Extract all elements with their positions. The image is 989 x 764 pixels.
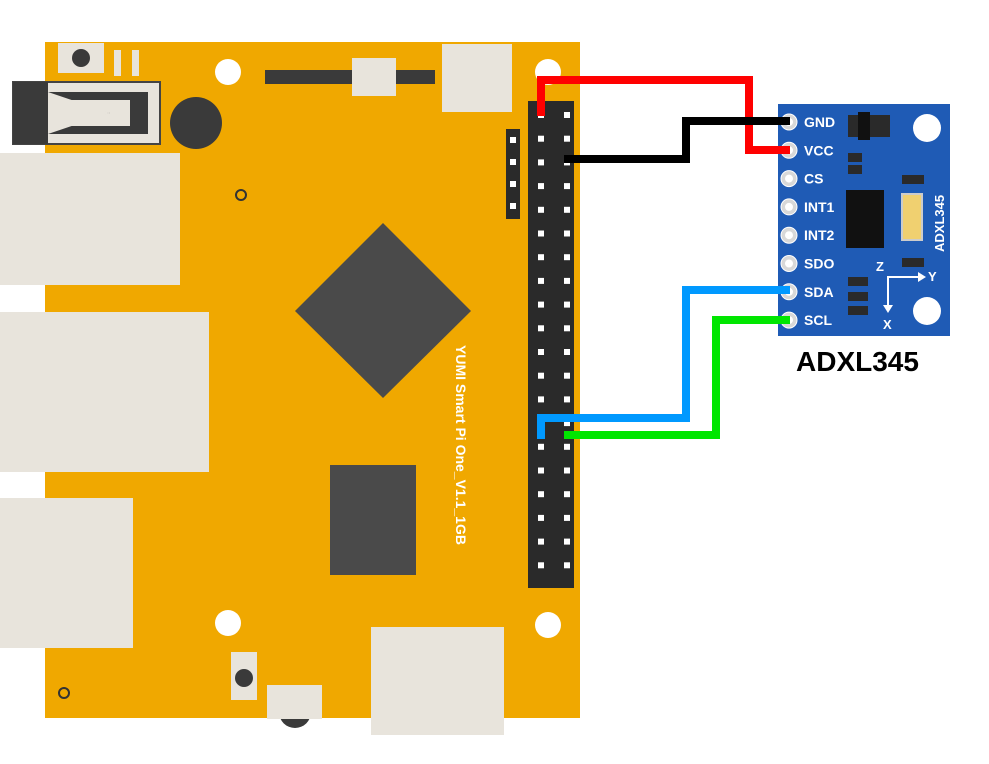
gpio-pin (564, 301, 570, 308)
gpio-pin (538, 396, 544, 403)
usb-port (0, 498, 133, 648)
pin-hole (785, 174, 793, 183)
gpio-header (528, 101, 574, 588)
axis-indicator: Z Y X (876, 259, 937, 332)
usb-port (0, 153, 180, 285)
pin-label: SDA (804, 284, 834, 300)
mounting-hole (215, 610, 241, 636)
ir-receiver-body (267, 685, 322, 719)
gpio-pin (564, 135, 570, 142)
gpio-pin (538, 372, 544, 379)
accelerometer-chip (846, 190, 884, 248)
gpio-pin (564, 277, 570, 284)
gpio-pin (564, 443, 570, 450)
board-label: YUMI Smart Pi One_V1.1_1GB (453, 345, 469, 545)
hdmi-port (371, 627, 504, 735)
gpio-pin (538, 159, 544, 166)
gpio-pin (538, 325, 544, 332)
axis-x-label: X (883, 317, 892, 332)
pin-label: SCL (804, 312, 832, 328)
gpio-pin (538, 538, 544, 545)
wires (537, 76, 790, 439)
gpio-pin (538, 514, 544, 521)
gpio-pin (538, 277, 544, 284)
module-label: ADXL345 (932, 195, 947, 252)
pin-label: INT2 (804, 227, 835, 243)
audio-jack (12, 81, 161, 145)
power-button (231, 652, 257, 700)
pin-label: SDO (804, 256, 834, 272)
gpio-pin (564, 420, 570, 427)
gpio-pin (538, 135, 544, 142)
pin-hole (785, 231, 793, 240)
via-hole (58, 687, 70, 699)
module-mount-hole (913, 297, 941, 325)
microphone (170, 97, 222, 149)
debug-header (506, 129, 520, 219)
via-hole (235, 189, 247, 201)
gpio-pin (538, 183, 544, 190)
gpio-pin (564, 562, 570, 569)
gpio-pin (538, 301, 544, 308)
gpio-pin (564, 206, 570, 213)
ethernet-port (0, 312, 209, 472)
gpio-pin (564, 396, 570, 403)
pin-hole (785, 202, 793, 211)
gpio-pin (538, 349, 544, 355)
ram-chip (330, 465, 416, 575)
smart-pi-board: YUMI Smart Pi One_V1.1_1GB (0, 42, 580, 735)
axis-y-label: Y (928, 269, 937, 284)
gpio-pin (538, 230, 544, 237)
gpio-pin (564, 491, 570, 498)
pin-label: VCC (804, 142, 834, 158)
sensor-pin-cs: CS (780, 170, 823, 188)
gpio-pin (564, 183, 570, 190)
gpio-pin (538, 206, 544, 213)
pin-label: INT1 (804, 199, 835, 215)
sensor-caption: ADXL345 (796, 346, 919, 377)
gpio-pin (564, 372, 570, 379)
gpio-pin (564, 230, 570, 237)
gpio-pin (538, 562, 544, 569)
gpio-pin (538, 443, 544, 450)
gpio-pin (538, 254, 544, 261)
gnd-wire (564, 117, 790, 163)
gpio-pin (564, 325, 570, 332)
gpio-pin (564, 467, 570, 474)
gpio-pin (564, 349, 570, 355)
scl-wire (564, 316, 790, 439)
pin-label: GND (804, 114, 835, 130)
cpu-chip (295, 223, 471, 398)
sda-wire (537, 286, 790, 439)
gpio-pin (564, 538, 570, 545)
top-button (58, 43, 139, 76)
pin-label: CS (804, 171, 823, 187)
gpio-pin (564, 112, 570, 118)
gpio-pin (538, 467, 544, 474)
sensor-pin-int2: INT2 (780, 226, 835, 244)
module-components (846, 112, 924, 315)
axis-z-label: Z (876, 259, 884, 274)
usb-otg-port (442, 44, 512, 112)
sd-card-slot (265, 58, 435, 96)
gpio-pin (538, 491, 544, 498)
mounting-hole (535, 612, 561, 638)
vcc-wire (537, 76, 790, 154)
module-mount-hole (913, 114, 941, 142)
sensor-pin-int1: INT1 (780, 198, 835, 216)
gpio-pin (564, 254, 570, 261)
mounting-hole (215, 59, 241, 85)
pin-hole (785, 259, 793, 268)
gpio-pin (564, 514, 570, 521)
sensor-pin-sdo: SDO (780, 255, 834, 272)
